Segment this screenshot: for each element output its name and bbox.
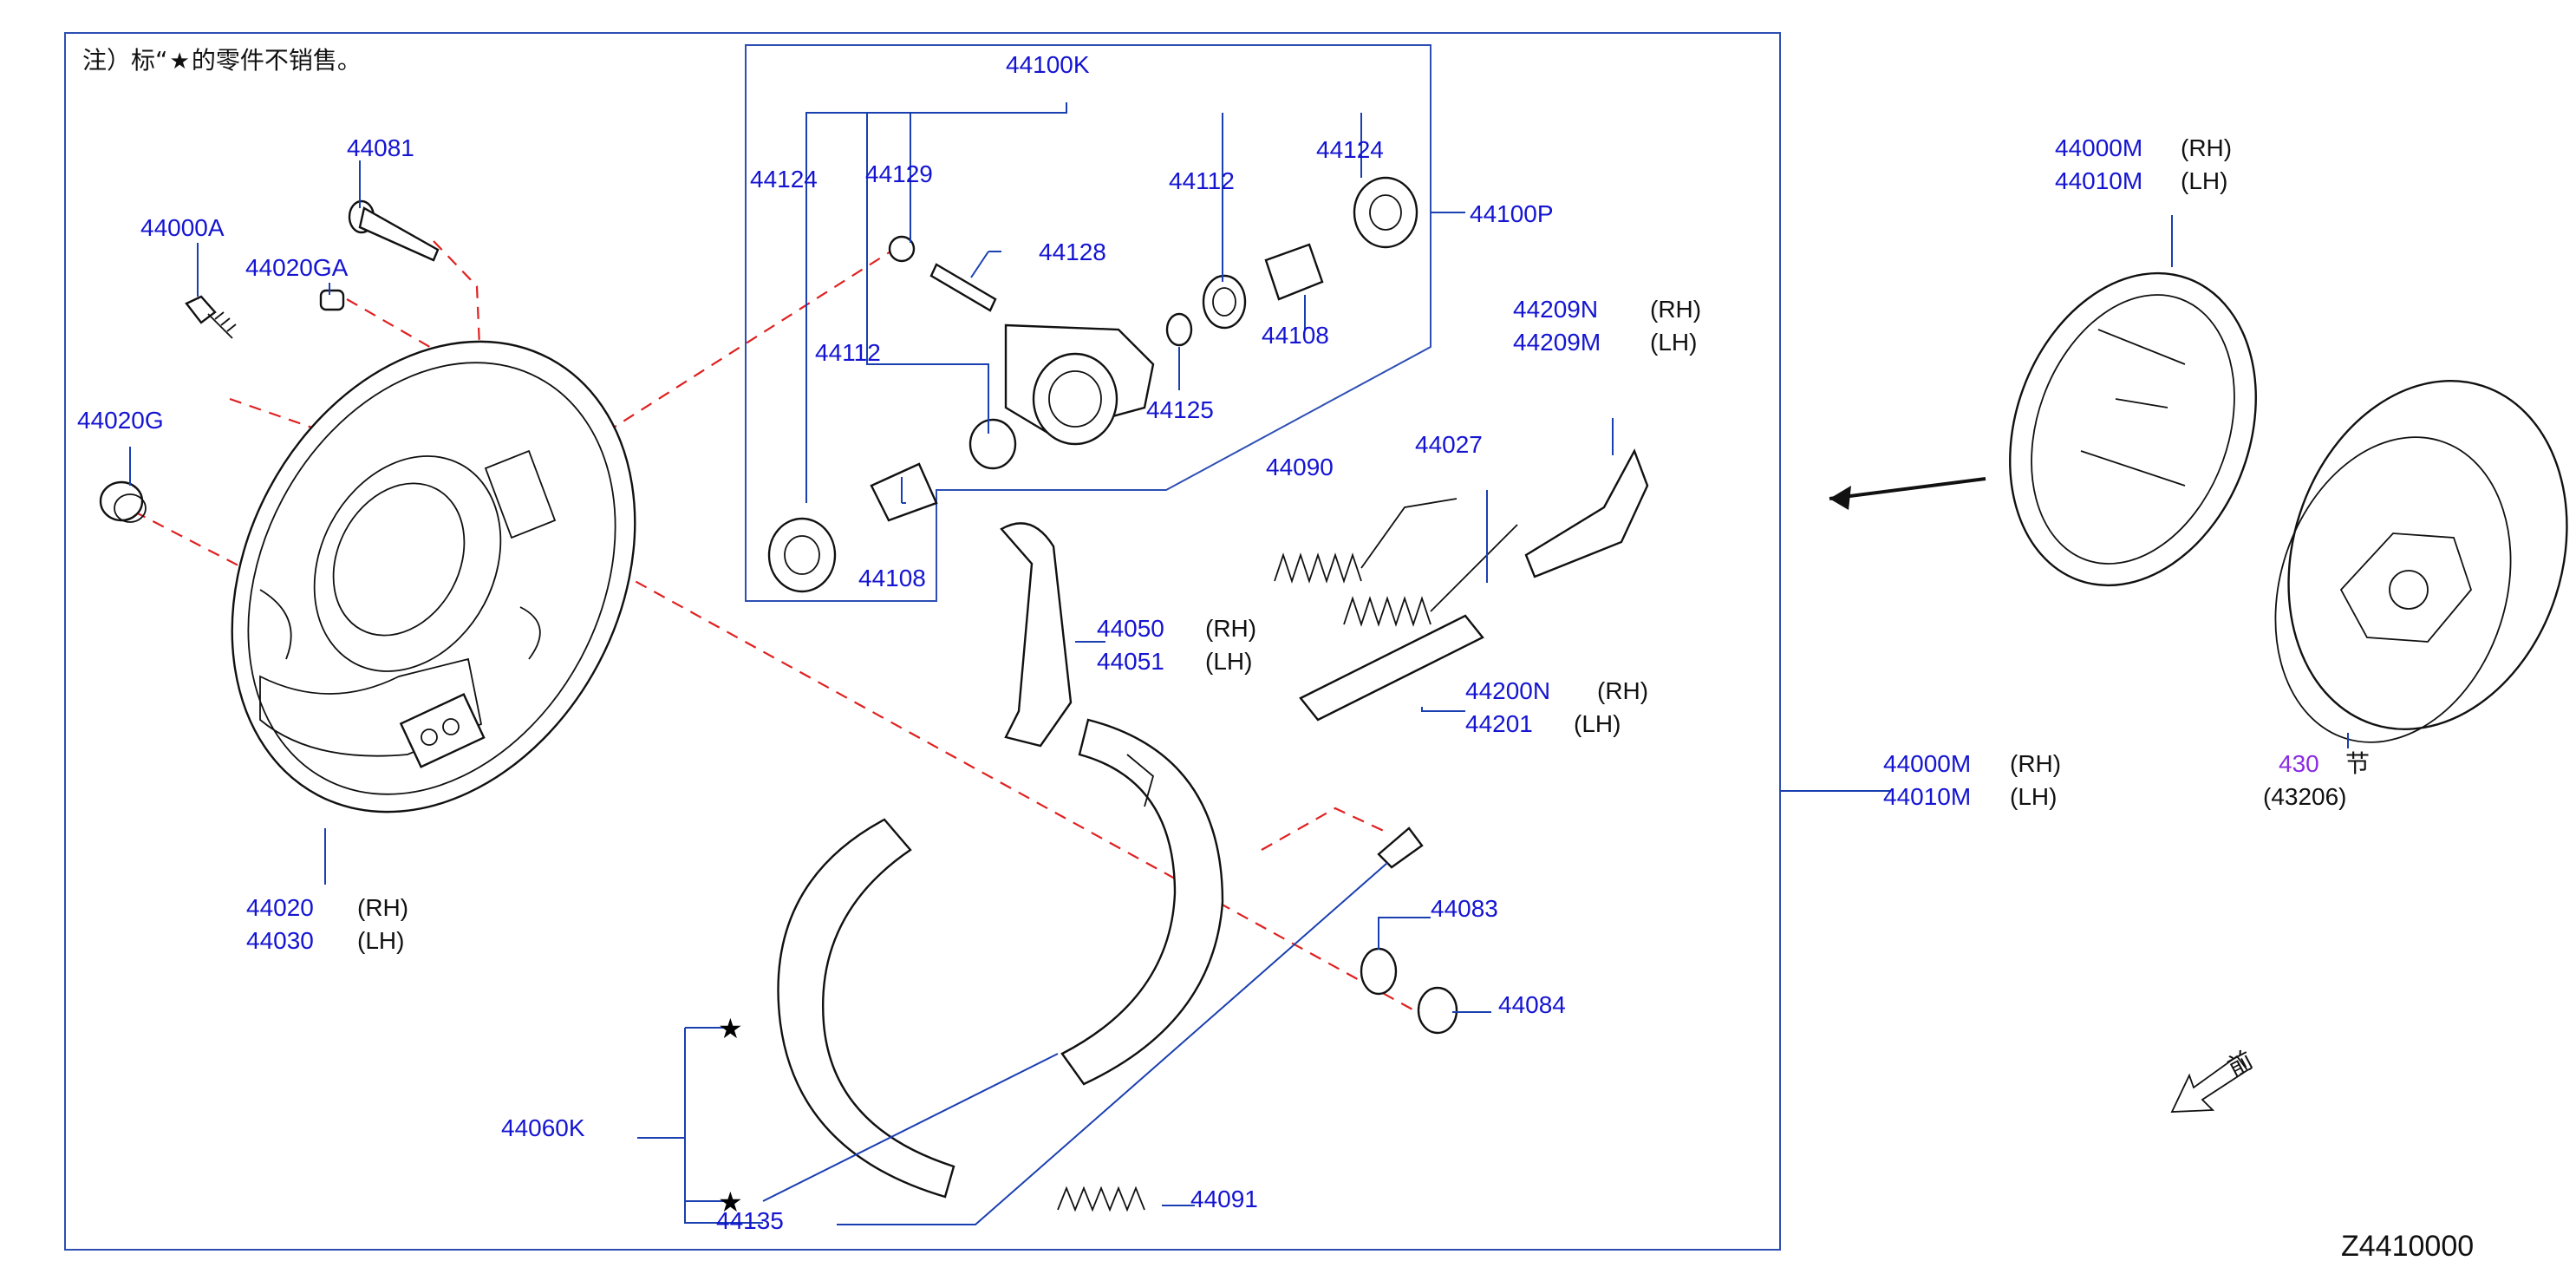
- part-label-44027[interactable]: 44027: [1415, 431, 1483, 458]
- part-label-44112[interactable]: 44112: [815, 339, 881, 366]
- part-label-44020[interactable]: 44020: [246, 894, 314, 921]
- star-icon: ★: [169, 49, 190, 75]
- brake-shoe-rear: [777, 818, 955, 1199]
- note-suffix: 的零件不销售。: [191, 46, 362, 75]
- part-label-44000M[interactable]: 44000M: [2055, 134, 2143, 161]
- grommet-44020GA: [319, 289, 345, 311]
- cup-44084: [1417, 986, 1458, 1035]
- part-label-44201[interactable]: 44201: [1465, 710, 1533, 737]
- part-label-44100P[interactable]: 44100P: [1470, 200, 1554, 227]
- part-label-44000A[interactable]: 44000A: [140, 214, 225, 241]
- wheel-cylinder-kit-frame: [745, 44, 1431, 602]
- rh-suffix: (RH): [1650, 296, 1702, 323]
- part-label-44060K[interactable]: 44060K: [501, 1114, 585, 1141]
- part-label-44083[interactable]: 44083: [1431, 895, 1498, 922]
- part-label-44200N[interactable]: 44200N: [1465, 677, 1551, 704]
- not-for-sale-note: 注）标“★的零件不销售。: [82, 42, 362, 76]
- part-label-44125[interactable]: 44125: [1146, 396, 1214, 423]
- assembled-brake-icon: [2009, 271, 2257, 587]
- rh-suffix: (RH): [2010, 750, 2062, 777]
- part-label-44108[interactable]: 44108: [858, 565, 926, 591]
- lh-suffix: (LH): [2010, 783, 2058, 810]
- assembly-arrow-head: [1829, 486, 1851, 510]
- brake-drum-icon: [2274, 380, 2568, 743]
- lh-suffix: (LH): [357, 927, 405, 954]
- part-label-44129[interactable]: 44129: [865, 160, 933, 187]
- assembly-arrow: [1829, 477, 1986, 500]
- spring-44083: [1360, 947, 1398, 996]
- part-label-44124[interactable]: 44124: [1316, 136, 1384, 163]
- spring-44091: [1057, 1186, 1145, 1212]
- part-label-44124[interactable]: 44124: [750, 166, 818, 193]
- part-label-44020GA[interactable]: 44020GA: [245, 254, 349, 281]
- dash-line-44020G: [134, 511, 261, 578]
- part-label-44030[interactable]: 44030: [246, 927, 314, 954]
- part-label-44010M[interactable]: 44010M: [1883, 783, 1972, 810]
- star-icon: ★: [718, 1013, 743, 1044]
- diagram-code: Z4410000: [2341, 1230, 2475, 1263]
- part-label-44108[interactable]: 44108: [1262, 322, 1329, 349]
- bolt-44081: [348, 199, 440, 262]
- part-label-44209N[interactable]: 44209N: [1513, 296, 1599, 323]
- plug-44020G: [99, 480, 147, 523]
- part-label-44081[interactable]: 44081: [347, 134, 414, 161]
- adjuster-lever-44209N: [1524, 448, 1649, 578]
- lh-suffix: (LH): [1650, 329, 1698, 356]
- section-ref-43206: (43206): [2263, 783, 2347, 810]
- part-label-44084[interactable]: 44084: [1498, 991, 1566, 1018]
- part-label-44091[interactable]: 44091: [1190, 1186, 1258, 1212]
- part-label-44100K[interactable]: 44100K: [1006, 51, 1090, 78]
- spring-44027: [1343, 524, 1518, 627]
- lh-suffix: (LH): [2181, 167, 2228, 194]
- rh-suffix: (RH): [357, 894, 409, 921]
- spring-44090: [1274, 498, 1458, 584]
- dash-line-shoe: [1261, 807, 1388, 851]
- part-label-44112[interactable]: 44112: [1169, 167, 1235, 194]
- part-label-430[interactable]: 430: [2279, 750, 2319, 777]
- wheel-cylinder-parts: [767, 176, 1418, 593]
- brake-shoe-front: [1060, 718, 1224, 1086]
- front-direction-arrow-icon: [2170, 1055, 2249, 1113]
- adjuster-44200N: [1299, 614, 1484, 722]
- parking-lever-44050: [1000, 522, 1073, 748]
- part-label-44050[interactable]: 44050: [1097, 615, 1164, 642]
- part-label-44000M[interactable]: 44000M: [1883, 750, 1972, 777]
- section-note: 节: [2345, 749, 2371, 778]
- rh-suffix: (RH): [1205, 615, 1257, 642]
- part-label-44135[interactable]: 44135: [716, 1207, 784, 1234]
- part-label-44051[interactable]: 44051: [1097, 648, 1164, 675]
- diagram-frame: [64, 32, 1781, 1251]
- star-icon: ★: [718, 1186, 743, 1218]
- note-prefix: 注）标“: [82, 46, 168, 75]
- backing-plate-part: [231, 340, 636, 813]
- lh-suffix: (LH): [1574, 710, 1621, 737]
- rh-suffix: (RH): [2181, 134, 2233, 161]
- bolt-44000A: [185, 295, 237, 339]
- part-label-44020G[interactable]: 44020G: [77, 407, 164, 434]
- part-label-44209M[interactable]: 44209M: [1513, 329, 1601, 356]
- pin-44083: [1377, 826, 1424, 869]
- part-label-44128[interactable]: 44128: [1039, 238, 1106, 265]
- lh-suffix: (LH): [1205, 648, 1253, 675]
- rh-suffix: (RH): [1597, 677, 1649, 704]
- part-label-44010M[interactable]: 44010M: [2055, 167, 2143, 194]
- part-label-44090[interactable]: 44090: [1266, 454, 1334, 480]
